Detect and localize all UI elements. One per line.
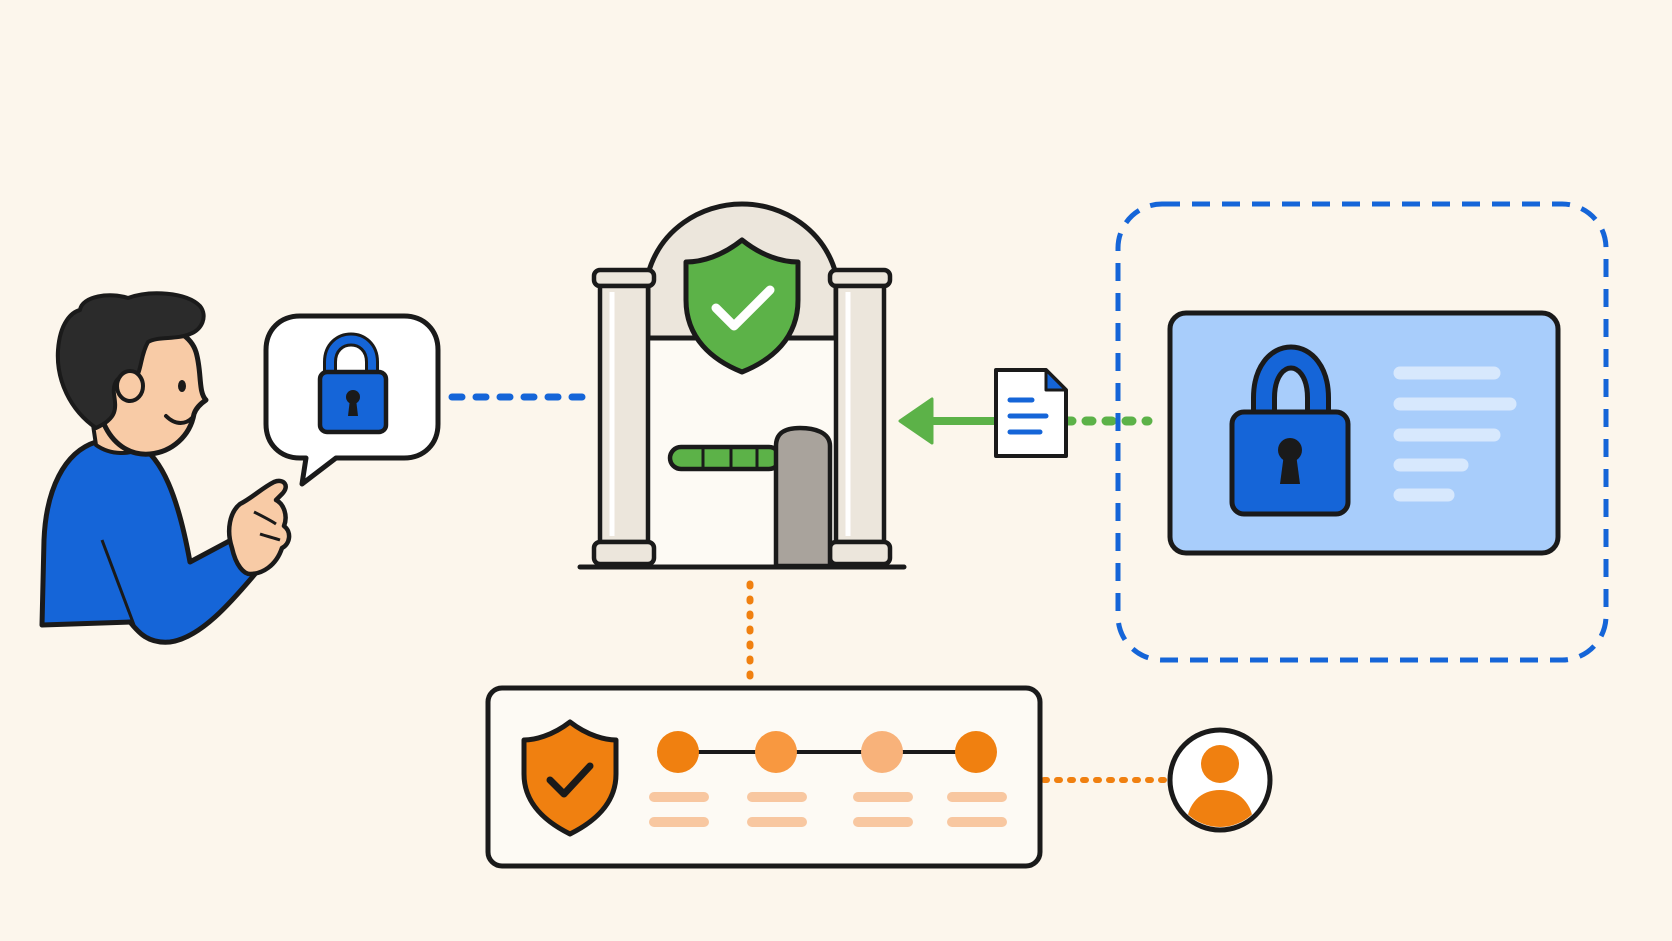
user-body [39, 436, 263, 645]
document-icon [994, 368, 1068, 458]
secure-data-card [1167, 310, 1561, 556]
gateway [577, 201, 907, 570]
padlock-icon [317, 332, 389, 435]
padlock-icon [1229, 344, 1351, 517]
audit-timeline [649, 731, 1007, 827]
user-hand [227, 478, 292, 577]
gateway-right-pillar [827, 267, 893, 567]
audit-panel [485, 685, 1043, 869]
timeline-step [649, 731, 709, 827]
user-figure [39, 291, 292, 645]
shield-check-icon [683, 237, 801, 375]
gateway-left-pillar [591, 267, 657, 567]
shield-check-icon [521, 719, 619, 837]
user-avatar-icon [1167, 727, 1273, 833]
boom-barrier-icon [667, 425, 833, 569]
timeline-step [853, 731, 913, 827]
timeline-step [947, 731, 1007, 827]
card-text-lines [1393, 366, 1517, 502]
arrow-document-to-gateway [898, 397, 1004, 445]
speech-bubble [263, 313, 441, 487]
timeline-step [747, 731, 807, 827]
